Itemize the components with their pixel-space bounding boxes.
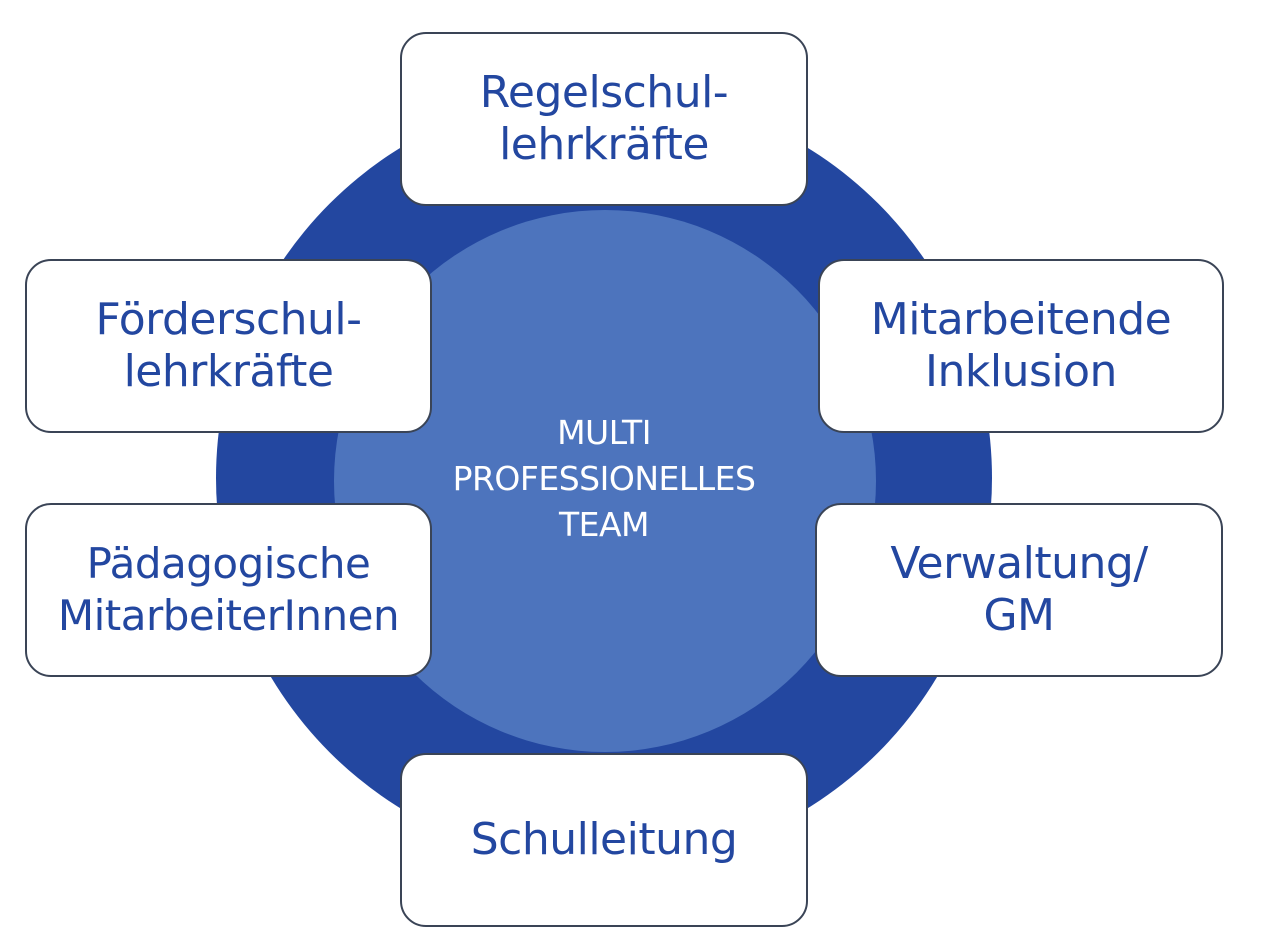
center-label-line-3: TEAM bbox=[558, 505, 650, 544]
node-label-line: Pädagogische bbox=[86, 539, 371, 588]
node-label-line: MitarbeiterInnen bbox=[57, 591, 400, 640]
node-foerderschullehrkraefte: Förderschul- lehrkräfte bbox=[25, 259, 432, 433]
node-label-line: GM bbox=[983, 590, 1055, 641]
node-label-line: Mitarbeitende bbox=[870, 294, 1172, 345]
center-label-line-1: MULTI bbox=[557, 413, 651, 452]
node-label-line: Regelschul- bbox=[479, 67, 729, 118]
node-label-line: Verwaltung/ bbox=[890, 538, 1148, 589]
node-regelschullehrkraefte: Regelschul- lehrkräfte bbox=[400, 32, 808, 206]
node-paedagogische-mitarbeiterinnen: Pädagogische MitarbeiterInnen bbox=[25, 503, 432, 677]
node-verwaltung-gm: Verwaltung/ GM bbox=[815, 503, 1223, 677]
node-label-line: Schulleitung bbox=[470, 814, 738, 865]
node-label-line: Inklusion bbox=[925, 346, 1117, 397]
node-label-line: lehrkräfte bbox=[123, 346, 334, 397]
center-label: MULTI PROFESSIONELLES TEAM bbox=[404, 410, 804, 548]
node-label-line: lehrkräfte bbox=[499, 119, 709, 170]
node-label-line: Förderschul- bbox=[95, 294, 362, 345]
node-schulleitung: Schulleitung bbox=[400, 753, 808, 927]
node-mitarbeitende-inklusion: Mitarbeitende Inklusion bbox=[818, 259, 1224, 433]
center-label-line-2: PROFESSIONELLES bbox=[452, 459, 756, 498]
